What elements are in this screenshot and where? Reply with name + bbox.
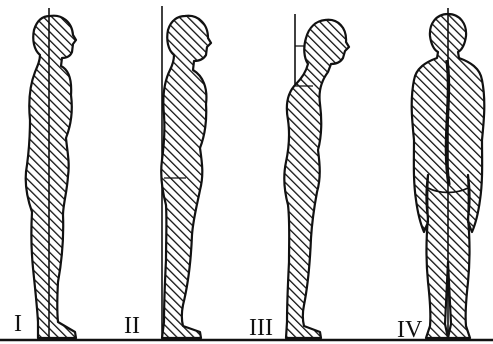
figure-3-side-view bbox=[284, 14, 349, 338]
figure-3-label: III bbox=[249, 316, 273, 340]
figure-4-label: IV bbox=[397, 318, 422, 342]
figure-1-side-view bbox=[26, 8, 76, 338]
figure-1-label: I bbox=[14, 312, 22, 336]
figure-2-side-view bbox=[161, 6, 211, 338]
figure-4-back-view bbox=[412, 8, 485, 338]
figure-2-label: II bbox=[124, 314, 140, 338]
figure-4-spine-curve bbox=[446, 60, 449, 185]
